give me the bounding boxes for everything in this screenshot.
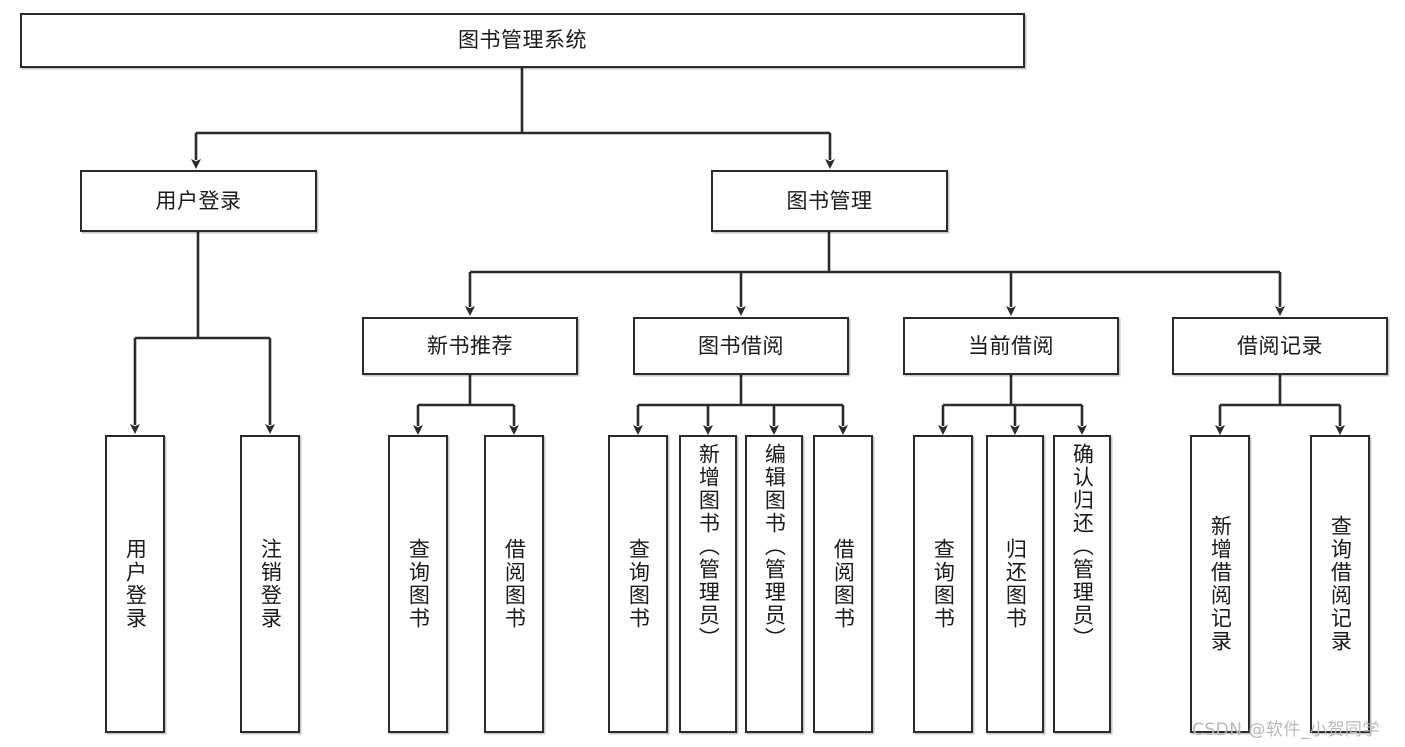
node-leaf-user-login-label: 用户登录 <box>123 538 148 630</box>
node-leaf-add-book[interactable]: 新增图书（管理员） <box>679 435 737 733</box>
node-book-manage-label: 图书管理 <box>786 188 873 213</box>
node-new-book-rec-label: 新书推荐 <box>427 333 513 358</box>
node-book-manage[interactable]: 图书管理 <box>711 170 948 232</box>
node-leaf-confirm-return[interactable]: 确认归还（管理员） <box>1053 435 1111 733</box>
node-leaf-query-book-1-label: 查询图书 <box>406 538 431 630</box>
node-leaf-confirm-return-label: 确认归还（管理员） <box>1070 443 1095 650</box>
node-leaf-borrow-book-2[interactable]: 借阅图书 <box>813 435 873 733</box>
node-leaf-borrow-book-2-label: 借阅图书 <box>831 538 856 630</box>
node-leaf-query-book-3-label: 查询图书 <box>931 538 956 630</box>
node-leaf-add-book-label: 新增图书（管理员） <box>696 443 721 650</box>
node-current-borrow[interactable]: 当前借阅 <box>903 317 1119 375</box>
node-borrow-record[interactable]: 借阅记录 <box>1172 317 1388 375</box>
node-leaf-edit-book-label: 编辑图书（管理员） <box>762 443 787 650</box>
node-root-label: 图书管理系统 <box>458 28 587 53</box>
node-leaf-query-record[interactable]: 查询借阅记录 <box>1310 435 1370 733</box>
node-leaf-query-book-3[interactable]: 查询图书 <box>913 435 973 733</box>
node-leaf-add-record-label: 新增借阅记录 <box>1208 515 1233 653</box>
node-leaf-borrow-book-1-label: 借阅图书 <box>502 538 527 630</box>
node-root[interactable]: 图书管理系统 <box>20 13 1025 68</box>
node-leaf-query-book-2[interactable]: 查询图书 <box>608 435 668 733</box>
node-book-borrow-label: 图书借阅 <box>698 333 784 358</box>
node-leaf-query-book-1[interactable]: 查询图书 <box>388 435 448 733</box>
node-user-login-label: 用户登录 <box>155 188 242 213</box>
node-leaf-return-book[interactable]: 归还图书 <box>986 435 1044 733</box>
node-leaf-edit-book[interactable]: 编辑图书（管理员） <box>745 435 803 733</box>
node-leaf-logout-label: 注销登录 <box>258 538 283 630</box>
node-borrow-record-label: 借阅记录 <box>1237 333 1323 358</box>
node-leaf-query-record-label: 查询借阅记录 <box>1328 515 1353 653</box>
node-current-borrow-label: 当前借阅 <box>968 333 1054 358</box>
node-leaf-return-book-label: 归还图书 <box>1003 538 1028 630</box>
node-leaf-query-book-2-label: 查询图书 <box>626 538 651 630</box>
node-new-book-rec[interactable]: 新书推荐 <box>362 317 578 375</box>
csdn-watermark: CSDN @软件_小贺同学 <box>1192 720 1380 740</box>
node-leaf-borrow-book-1[interactable]: 借阅图书 <box>484 435 544 733</box>
node-leaf-user-login[interactable]: 用户登录 <box>105 435 165 733</box>
node-leaf-add-record[interactable]: 新增借阅记录 <box>1190 435 1250 733</box>
node-book-borrow[interactable]: 图书借阅 <box>633 317 849 375</box>
node-user-login[interactable]: 用户登录 <box>80 170 317 232</box>
node-leaf-logout[interactable]: 注销登录 <box>240 435 300 733</box>
